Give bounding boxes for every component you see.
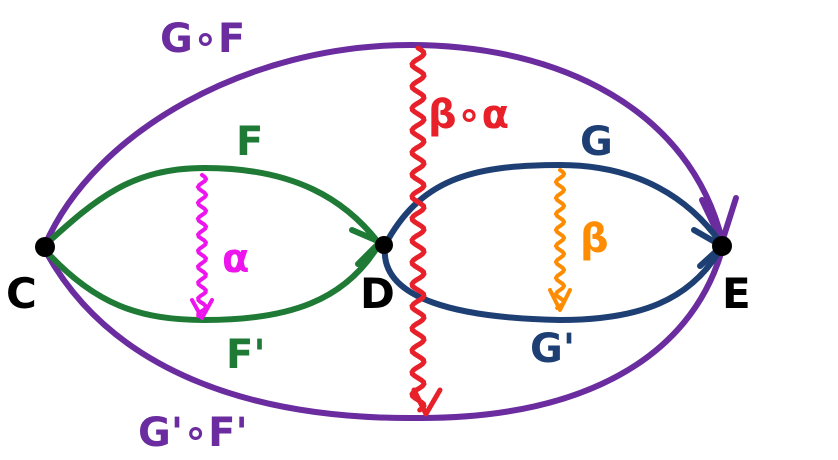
f-label: F: [236, 119, 263, 165]
beta-label: β: [580, 216, 609, 262]
gof-prime-label: G'∘F': [138, 410, 248, 456]
beta-arrowhead: [548, 288, 572, 312]
node-e-label: E: [722, 269, 751, 318]
g-prime-arrow: [381, 244, 723, 324]
beta-o-alpha-arrow: [409, 45, 427, 413]
node-e-dot: [712, 236, 732, 256]
g-arrow: [382, 161, 723, 248]
alpha-arrow: [195, 173, 209, 318]
beta-arrow: [553, 168, 567, 310]
f-arrow: [42, 164, 381, 248]
gof-prime-arrow: [42, 247, 725, 422]
f-prime-label: F': [226, 332, 266, 378]
beta-o-alpha-arrowhead: [411, 387, 443, 417]
g-prime-label: G': [530, 326, 575, 372]
node-d-label: D: [360, 269, 395, 318]
node-c-dot: [35, 237, 55, 257]
beta-o-alpha-label: β∘α: [428, 92, 509, 138]
node-c-label: C: [6, 269, 37, 318]
gof-label: G∘F: [160, 16, 245, 62]
alpha-arrowhead: [190, 298, 214, 320]
gof-arrow: [42, 41, 725, 248]
g-label: G: [580, 119, 613, 165]
f-prime-arrow: [42, 243, 381, 324]
node-d-dot: [375, 236, 393, 254]
alpha-label: α: [222, 236, 249, 282]
